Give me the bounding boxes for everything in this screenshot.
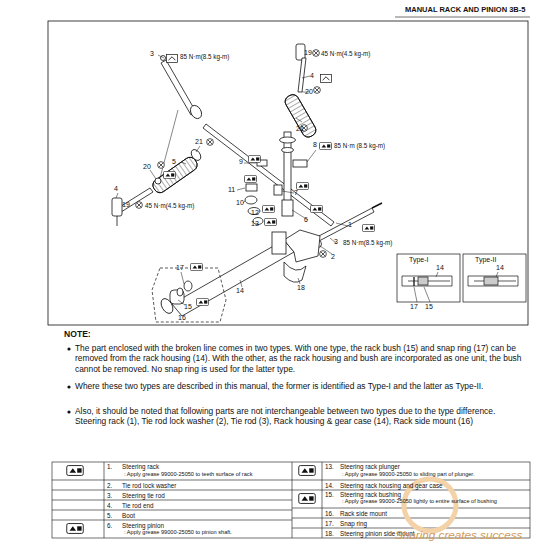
table-number: 13. <box>325 463 334 470</box>
table-number: 15. <box>325 491 334 498</box>
callout-number: 12 <box>251 209 259 217</box>
note-text: Where these two types are described in t… <box>75 381 527 391</box>
table-number: 1. <box>107 463 112 470</box>
table-cell: Steering pinion <box>122 522 164 529</box>
table-cell: Rack side mount <box>340 510 387 517</box>
page-header: MANUAL RACK AND PINION 3B-5 <box>405 6 525 15</box>
table-cell: Boot <box>122 512 135 519</box>
callout-number: 2 <box>331 253 335 261</box>
table-cell: : Apply grease 99000-25050 to teeth surf… <box>124 471 290 477</box>
callout-number: 14 <box>236 287 244 295</box>
callout-number: 19 <box>304 49 312 57</box>
callout-number: 1 <box>348 221 352 229</box>
note-heading: NOTE: <box>64 330 91 340</box>
type-label: Type-II <box>475 256 496 264</box>
callout-number: 21 <box>296 125 304 133</box>
table-cell: Steering rack plunger <box>340 463 400 470</box>
torque-value: 85 N·m(8.5 kg-m) <box>180 53 229 60</box>
table-cell: Steering rack <box>122 463 159 470</box>
callout-number: 9 <box>239 158 243 166</box>
torque-value: 45 N·m(4.5 kg-m) <box>145 202 194 209</box>
table-cell: Tie rod end <box>122 502 154 509</box>
callout-number: 10 <box>236 199 244 207</box>
torque-value: 85 N·m(8.5 kg-m) <box>343 239 392 246</box>
callout-number: 17 <box>176 264 184 272</box>
table-number: 17. <box>325 520 334 527</box>
table-number: 2. <box>107 482 112 489</box>
note-text: Also, it should be noted that following … <box>75 406 527 427</box>
table-number: 6. <box>107 522 112 529</box>
table-number: 3. <box>107 492 112 499</box>
callout-number: 4 <box>114 185 118 193</box>
callout-number: 13 <box>251 220 259 228</box>
torque-value: 85 N·m (8.5 kg-m) <box>334 142 385 149</box>
table-cell: : Apply grease 99000-25050 to sliding pa… <box>342 471 528 477</box>
type-label: Type-I <box>409 256 428 264</box>
callout-number: 11 <box>228 186 235 194</box>
note-text: The part enclosed with the broken line c… <box>75 343 527 374</box>
table-cell: : Apply grease 99000-25050 lightly to en… <box>342 498 528 504</box>
torque-value: 45 N·m(4.5 kg-m) <box>321 50 370 57</box>
table-cell: Snap ring <box>340 520 367 527</box>
callout-number: 14 <box>496 264 504 272</box>
table-number: 16. <box>325 510 334 517</box>
table-number: 4. <box>107 502 112 509</box>
callout-number: 16 <box>178 314 186 322</box>
table-cell: : Apply grease 99000-25050 to pinion sha… <box>124 529 290 535</box>
callout-number: 19 <box>122 201 130 209</box>
callout-number: 3 <box>150 50 154 58</box>
callout-number: 17 <box>410 303 418 311</box>
table-cell: Tie rod lock washer <box>122 482 176 489</box>
callout-number: 18 <box>297 284 305 292</box>
callout-number: 5 <box>172 158 176 166</box>
table-number: 14. <box>325 482 334 489</box>
callout-number: 3 <box>334 238 338 246</box>
callout-number: 8 <box>313 141 317 149</box>
callout-number: 7 <box>294 189 298 197</box>
callout-number: 6 <box>304 216 308 224</box>
table-cell: Steering tie rod <box>122 492 165 499</box>
callout-number: 20 <box>143 163 151 171</box>
callout-number: 15 <box>425 303 433 311</box>
watermark: Sharing creates success <box>395 528 522 541</box>
callout-number: 21 <box>195 138 203 146</box>
callout-number: 4 <box>310 72 314 80</box>
table-cell: Steering rack bushing <box>340 491 401 498</box>
callout-number: 15 <box>184 303 192 311</box>
callout-number: 20 <box>305 88 313 96</box>
table-cell: Steering rack housing and gear case <box>340 482 443 489</box>
callout-number: 14 <box>436 264 444 272</box>
table-number: 5. <box>107 512 112 519</box>
table-number: 18. <box>325 530 334 537</box>
